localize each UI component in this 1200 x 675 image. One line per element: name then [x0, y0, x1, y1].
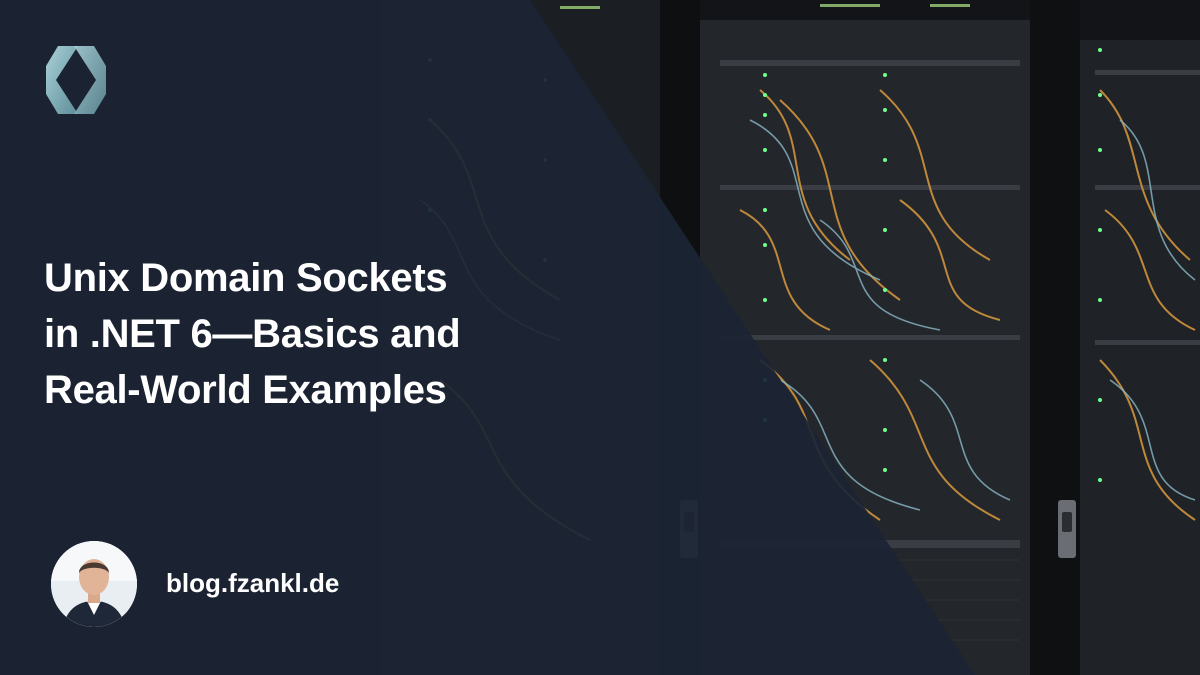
- page-title: Unix Domain Sockets in .NET 6—Basics and…: [44, 250, 564, 418]
- title-line-2: in .NET 6—Basics and: [44, 312, 461, 356]
- title-line-3: Real-World Examples: [44, 368, 447, 412]
- title-line-1: Unix Domain Sockets: [44, 256, 448, 300]
- author-avatar: [51, 541, 137, 627]
- diamond-logo-icon: [46, 46, 106, 114]
- blog-url[interactable]: blog.fzankl.de: [166, 568, 340, 598]
